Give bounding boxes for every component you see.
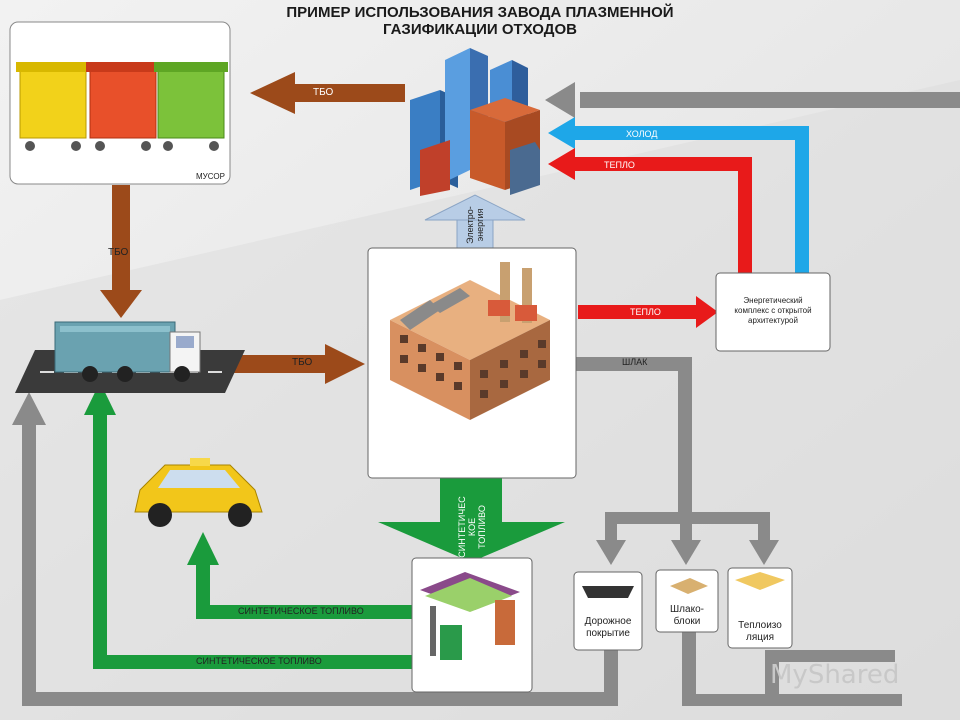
energy-line-1: Энергетический [743,296,803,305]
return-left-v [22,420,36,706]
slag-head-mid [671,540,701,565]
energy-complex-box [715,272,831,352]
label-synfuel-car: СИНТЕТИЧЕСКОЕ ТОПЛИВО [238,606,364,616]
slag-split-right [758,512,770,542]
return-slag-down [682,628,696,706]
label-electricity-1: Электро- [465,206,475,244]
tbo-arrow-left-head [100,290,142,318]
garbage-truck-icon [54,321,201,382]
asphalt-icon [582,586,634,598]
label-kholod: ХОЛОД [626,129,658,139]
tbo-arrow-top-head [250,72,295,114]
return-ins-h [765,650,895,662]
label-synfuel-down-1: СИНТЕТИЧЕС [457,496,467,558]
road-card-text: Дорожное покрытие [576,616,640,640]
heat-arrow-v [738,157,752,274]
synfuel-car-head [187,532,219,565]
watermark: MyShared [770,660,900,690]
slag-split-mid [680,512,692,542]
taxi-car-icon [134,458,263,527]
gray-arrow-top-shaft [580,92,960,108]
synfuel-down-head [378,522,565,562]
label-electricity-2: энергия [475,208,485,242]
label-synfuel-down-2: КОЕ [467,517,477,537]
insulation-card-text: Теплоизо ляция [730,620,790,644]
insulation-line-1: Теплоизо [738,620,782,631]
factory-icon [390,262,550,420]
synfuel-down-shaft [440,478,502,523]
cold-arrow-v [795,126,809,274]
label-teplo-top: ТЕПЛО [604,160,635,170]
road-line-2: покрытие [586,628,630,639]
page-title: ПРИМЕР ИСПОЛЬЗОВАНИЯ ЗАВОДА ПЛАЗМЕННОЙ Г… [200,4,760,38]
heat-arrow-mid-head [696,296,718,328]
cold-arrow-head [548,117,575,149]
label-tbo-top: ТБО [313,87,334,98]
slag-arrow-h [570,357,685,371]
return-up-road [604,640,618,706]
label-synfuel-down: СИНТЕТИЧЕС КОЕ ТОПЛИВО [457,483,487,571]
insulation-card [727,567,793,649]
slag-split-left [605,512,617,542]
label-synfuel-truck: СИНТЕТИЧЕСКОЕ ТОПЛИВО [196,656,322,666]
label-synfuel-down-3: ТОПЛИВО [477,505,487,549]
return-ins-down [765,650,779,700]
heat-arrow-head [548,148,575,180]
tbo-arrow-mid-head [325,344,365,384]
trash-bins-icon [16,62,228,151]
slag-line-1: Шлако- [670,604,704,615]
electricity-arrow-shaft [456,217,494,249]
insulation-icon [735,572,785,590]
title-line-2: ГАЗИФИКАЦИИ ОТХОДОВ [383,21,577,38]
slag-head-left [596,540,626,565]
road-line-1: Дорожное [584,616,632,627]
city-buildings-icon [410,48,540,196]
energy-line-2: комплекс с открытой [734,306,812,315]
tbo-arrow-top-shaft [290,84,405,102]
energy-line-3: архитектурой [748,316,798,325]
title-line-1: ПРИМЕР ИСПОЛЬЗОВАНИЯ ЗАВОДА ПЛАЗМЕННОЙ [286,4,674,21]
synfuel-car-h [205,605,415,619]
heat-arrow-mid-shaft [578,305,698,319]
heat-arrow-h [570,157,752,171]
label-tbo-left: ТБО [108,247,129,258]
cold-arrow-h [570,126,809,140]
return-slag-h [682,694,902,706]
slag-line-2: блоки [673,616,701,627]
synfuel-truck-h [95,655,415,669]
slag-arrow-v [678,357,692,522]
return-left-head [12,392,46,425]
energy-complex-text: Энергетический комплекс с открытой архит… [720,296,826,326]
slag-block-icon [670,578,708,594]
slag-card-text: Шлако- блоки [658,604,716,628]
label-tbo-mid: ТБО [292,357,313,368]
gray-arrow-top-head [545,82,575,118]
label-teplo-mid: ТЕПЛО [630,307,661,317]
tbo-arrow-mid-shaft [230,355,330,373]
electricity-arrow-head [424,194,526,221]
label-shlak: ШЛАК [622,357,648,367]
synfuel-truck-head [84,382,116,415]
label-musor: МУСОР [196,172,225,181]
insulation-line-2: ляция [746,632,774,643]
tbo-arrow-left-shaft [112,185,130,295]
synfuel-car-v [196,560,210,619]
gas-station-icon [420,572,520,660]
label-electricity: Электро- энергия [465,197,485,253]
slag-head-right [749,540,779,565]
return-bottom [22,692,612,706]
synfuel-truck-v [93,412,107,669]
